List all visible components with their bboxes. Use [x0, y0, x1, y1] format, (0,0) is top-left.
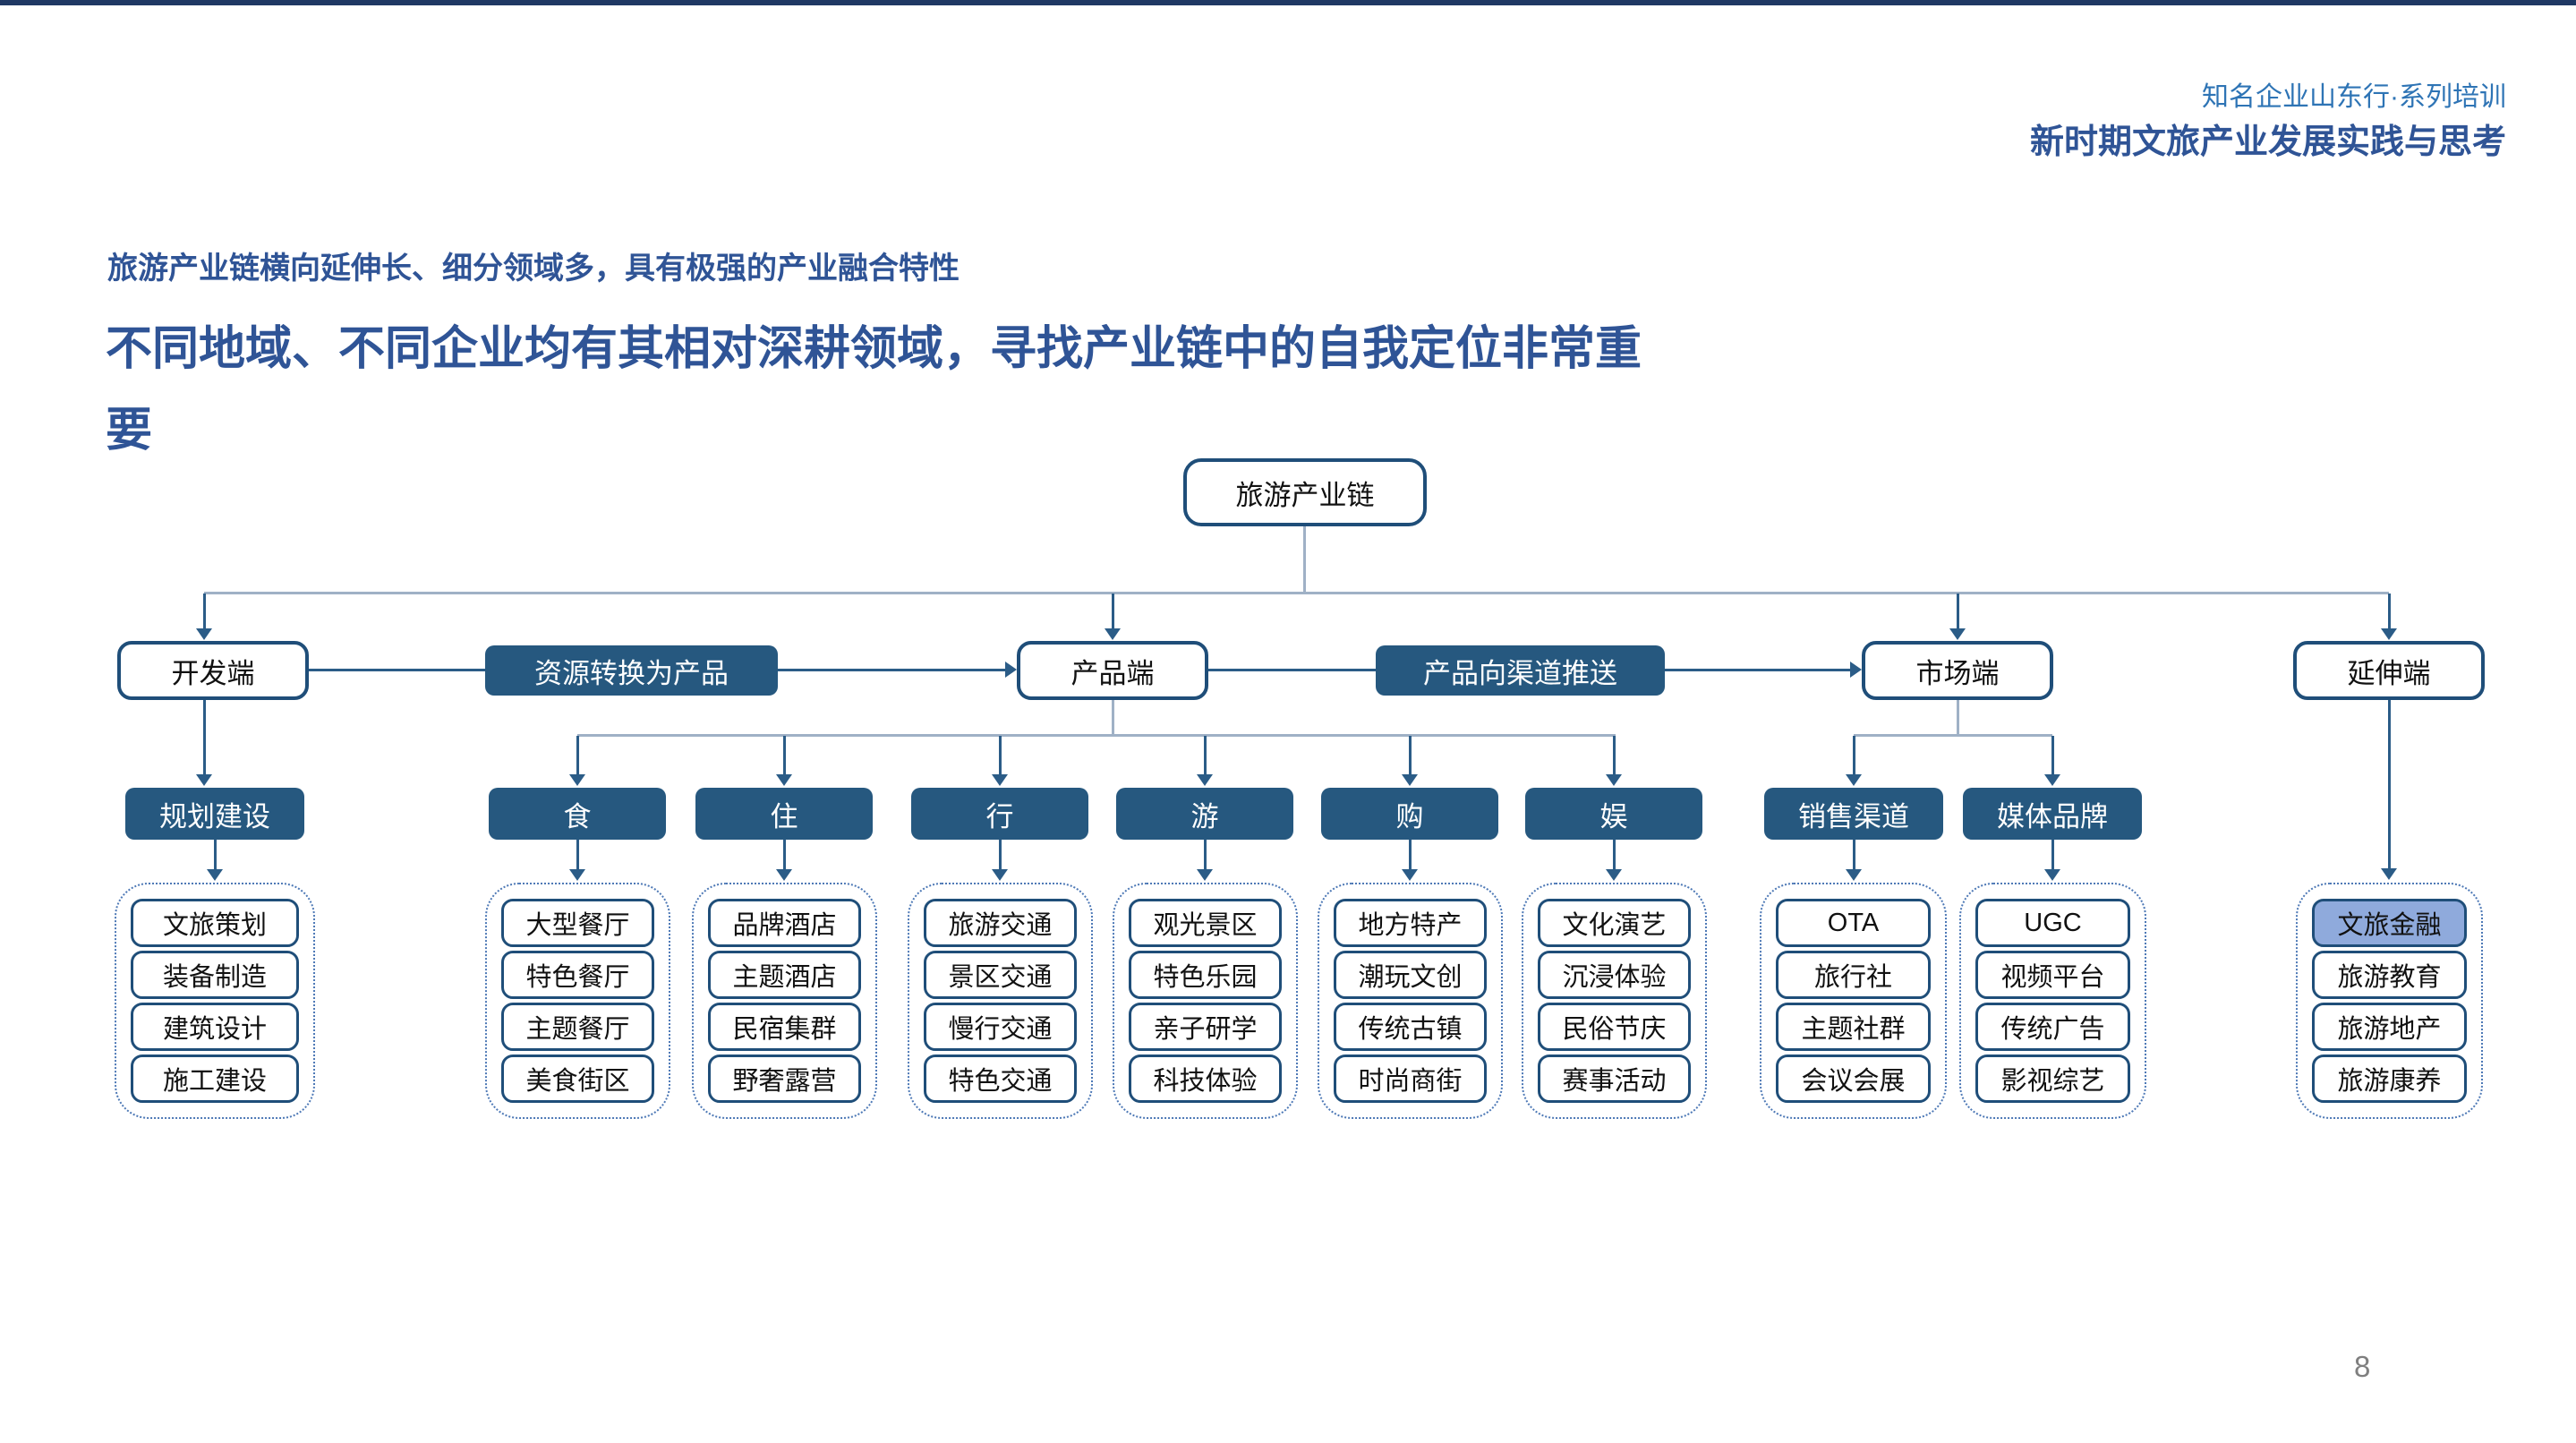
- group-item: 旅行社: [1776, 951, 1931, 999]
- group-item: 建筑设计: [131, 1003, 299, 1051]
- group-item: 主题餐厅: [501, 1003, 654, 1051]
- stage-node-extension: 延伸端: [2293, 641, 2485, 700]
- header-block: 知名企业山东行·系列培训 新时期文旅产业发展实践与思考: [2030, 77, 2506, 168]
- group-item: 文旅策划: [131, 899, 299, 947]
- group-item: 潮玩文创: [1334, 951, 1487, 999]
- group-tour: 观光景区 特色乐园 亲子研学 科技体验: [1113, 883, 1298, 1119]
- slide-top-edge: [0, 0, 2576, 5]
- group-item: 旅游地产: [2312, 1003, 2467, 1051]
- stage-node-product: 产品端: [1017, 641, 1208, 700]
- group-travel: 旅游交通 景区交通 慢行交通 特色交通: [908, 883, 1093, 1119]
- group-item: 视频平台: [1975, 951, 2130, 999]
- connector-market-stub: [1957, 700, 1959, 736]
- group-item: 民俗节庆: [1538, 1003, 1691, 1051]
- slide-title: 不同地域、不同企业均有其相对深耕领域，寻找产业链中的自我定位非常重 要: [106, 309, 1642, 472]
- connector-product-to-push: [1208, 669, 1376, 671]
- group-stay: 品牌酒店 主题酒店 民宿集群 野奢露营: [692, 883, 877, 1119]
- category-node-entertain: 娱: [1525, 788, 1702, 840]
- category-node-food: 食: [489, 788, 666, 840]
- group-item: 品牌酒店: [708, 899, 861, 947]
- group-entertain: 文化演艺 沉浸体验 民俗节庆 赛事活动: [1522, 883, 1707, 1119]
- group-item: 沉浸体验: [1538, 951, 1691, 999]
- group-item: 地方特产: [1334, 899, 1487, 947]
- connector-product-stub: [1112, 700, 1114, 736]
- group-item-highlighted: 文旅金融: [2312, 899, 2467, 947]
- group-item: 美食街区: [501, 1054, 654, 1103]
- header-series-title: 知名企业山东行·系列培训: [2202, 82, 2506, 112]
- category-node-tour: 游: [1116, 788, 1293, 840]
- flow-label-resource-to-product: 资源转换为产品: [485, 645, 778, 696]
- group-extension: 文旅金融 旅游教育 旅游地产 旅游康养: [2296, 883, 2483, 1119]
- group-item: 时尚商街: [1334, 1054, 1487, 1103]
- group-planning: 文旅策划 装备制造 建筑设计 施工建设: [115, 883, 315, 1119]
- group-item: 文化演艺: [1538, 899, 1691, 947]
- group-item: 慢行交通: [924, 1003, 1077, 1051]
- group-item: 科技体验: [1129, 1054, 1282, 1103]
- connector-product-rail: [577, 734, 1616, 737]
- group-food: 大型餐厅 特色餐厅 主题餐厅 美食街区: [485, 883, 670, 1119]
- connector-level1-rail: [204, 592, 2389, 594]
- group-item: 野奢露营: [708, 1054, 861, 1103]
- slide-title-line1: 不同地域、不同企业均有其相对深耕领域，寻找产业链中的自我定位非常重: [106, 323, 1642, 375]
- stage-node-development: 开发端: [117, 641, 309, 700]
- slide-title-line2: 要: [106, 405, 153, 457]
- connector-root-stem: [1303, 526, 1306, 593]
- group-item: 特色交通: [924, 1054, 1077, 1103]
- group-item: 装备制造: [131, 951, 299, 999]
- group-item: 传统古镇: [1334, 1003, 1487, 1051]
- stage-node-market: 市场端: [1862, 641, 2053, 700]
- category-node-shop: 购: [1321, 788, 1498, 840]
- group-sales-channel: OTA 旅行社 主题社群 会议会展: [1760, 883, 1947, 1119]
- category-node-media-brand: 媒体品牌: [1963, 788, 2142, 840]
- connector-market-rail: [1854, 734, 2052, 737]
- group-item: 主题酒店: [708, 951, 861, 999]
- category-node-travel: 行: [911, 788, 1088, 840]
- group-item: 传统广告: [1975, 1003, 2130, 1051]
- group-item: 旅游交通: [924, 899, 1077, 947]
- flow-label-product-to-channel: 产品向渠道推送: [1376, 645, 1665, 696]
- group-item: 旅游教育: [2312, 951, 2467, 999]
- root-node: 旅游产业链: [1183, 458, 1427, 526]
- category-node-stay: 住: [695, 788, 873, 840]
- group-item: UGC: [1975, 899, 2130, 947]
- group-item: 赛事活动: [1538, 1054, 1691, 1103]
- group-item: 施工建设: [131, 1054, 299, 1103]
- group-item: 影视综艺: [1975, 1054, 2130, 1103]
- group-item: 大型餐厅: [501, 899, 654, 947]
- group-item: 亲子研学: [1129, 1003, 1282, 1051]
- header-course-title: 新时期文旅产业发展实践与思考: [2029, 124, 2506, 161]
- page-number: 8: [2354, 1350, 2371, 1383]
- group-item: OTA: [1776, 899, 1931, 947]
- slide-subtitle: 旅游产业链横向延伸长、细分领域多，具有极强的产业融合特性: [107, 252, 960, 286]
- group-item: 特色餐厅: [501, 951, 654, 999]
- group-item: 旅游康养: [2312, 1054, 2467, 1103]
- connector-dev-to-resource: [309, 669, 485, 671]
- category-node-planning: 规划建设: [125, 788, 304, 840]
- category-node-sales-channel: 销售渠道: [1764, 788, 1943, 840]
- group-shop: 地方特产 潮玩文创 传统古镇 时尚商街: [1318, 883, 1503, 1119]
- group-item: 观光景区: [1129, 899, 1282, 947]
- group-item: 特色乐园: [1129, 951, 1282, 999]
- group-item: 民宿集群: [708, 1003, 861, 1051]
- group-media-brand: UGC 视频平台 传统广告 影视综艺: [1959, 883, 2146, 1119]
- group-item: 主题社群: [1776, 1003, 1931, 1051]
- group-item: 会议会展: [1776, 1054, 1931, 1103]
- group-item: 景区交通: [924, 951, 1077, 999]
